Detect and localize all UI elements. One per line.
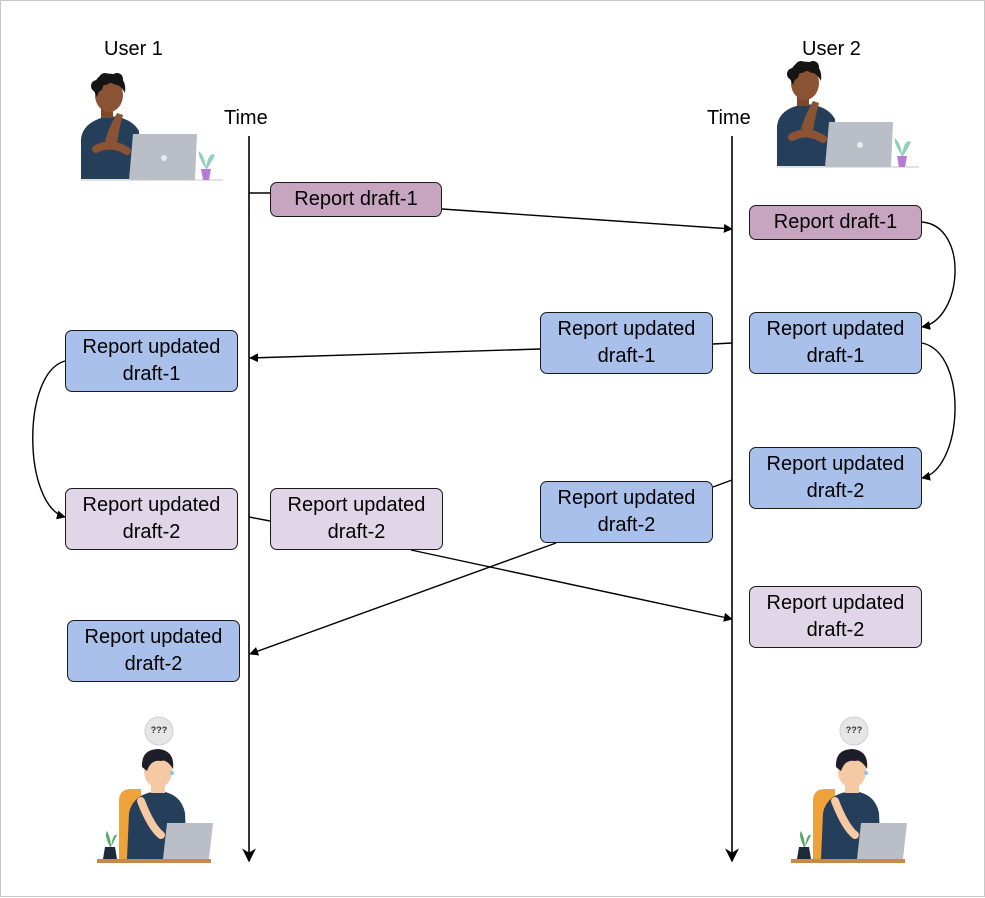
arrow-draft1-send	[441, 208, 733, 233]
box-u1-draft1-sent: Report draft-1	[270, 182, 442, 217]
arrow-u2-draft2-start	[712, 479, 733, 488]
user2-avatar	[777, 61, 919, 168]
timeline-left-label: Time	[224, 107, 268, 129]
arrow-updated1-start	[712, 342, 733, 345]
user2-label: User 2	[802, 38, 861, 60]
timeline-right-label: Time	[707, 107, 751, 129]
arrow-u2-draft2-send	[249, 542, 557, 656]
user1-thought-text: ???	[150, 725, 168, 735]
curve-u2-updated1-to-updated2	[921, 342, 956, 481]
curve-u2-draft1-to-updated1	[921, 221, 956, 330]
curve-u1-updated1-to-updated2	[32, 360, 66, 520]
arrow-u1-draft2-send	[410, 549, 733, 622]
user2-confused-avatar	[791, 716, 907, 863]
arrow-updated1-send	[249, 348, 541, 363]
user1-avatar	[81, 73, 223, 181]
arrow-u1-draft2-start	[248, 516, 271, 522]
box-u2-draft1-received: Report draft-1	[749, 205, 922, 240]
user1-confused-avatar	[97, 716, 213, 863]
user2-thought-text: ???	[845, 725, 863, 735]
user1-label: User 1	[104, 38, 163, 60]
